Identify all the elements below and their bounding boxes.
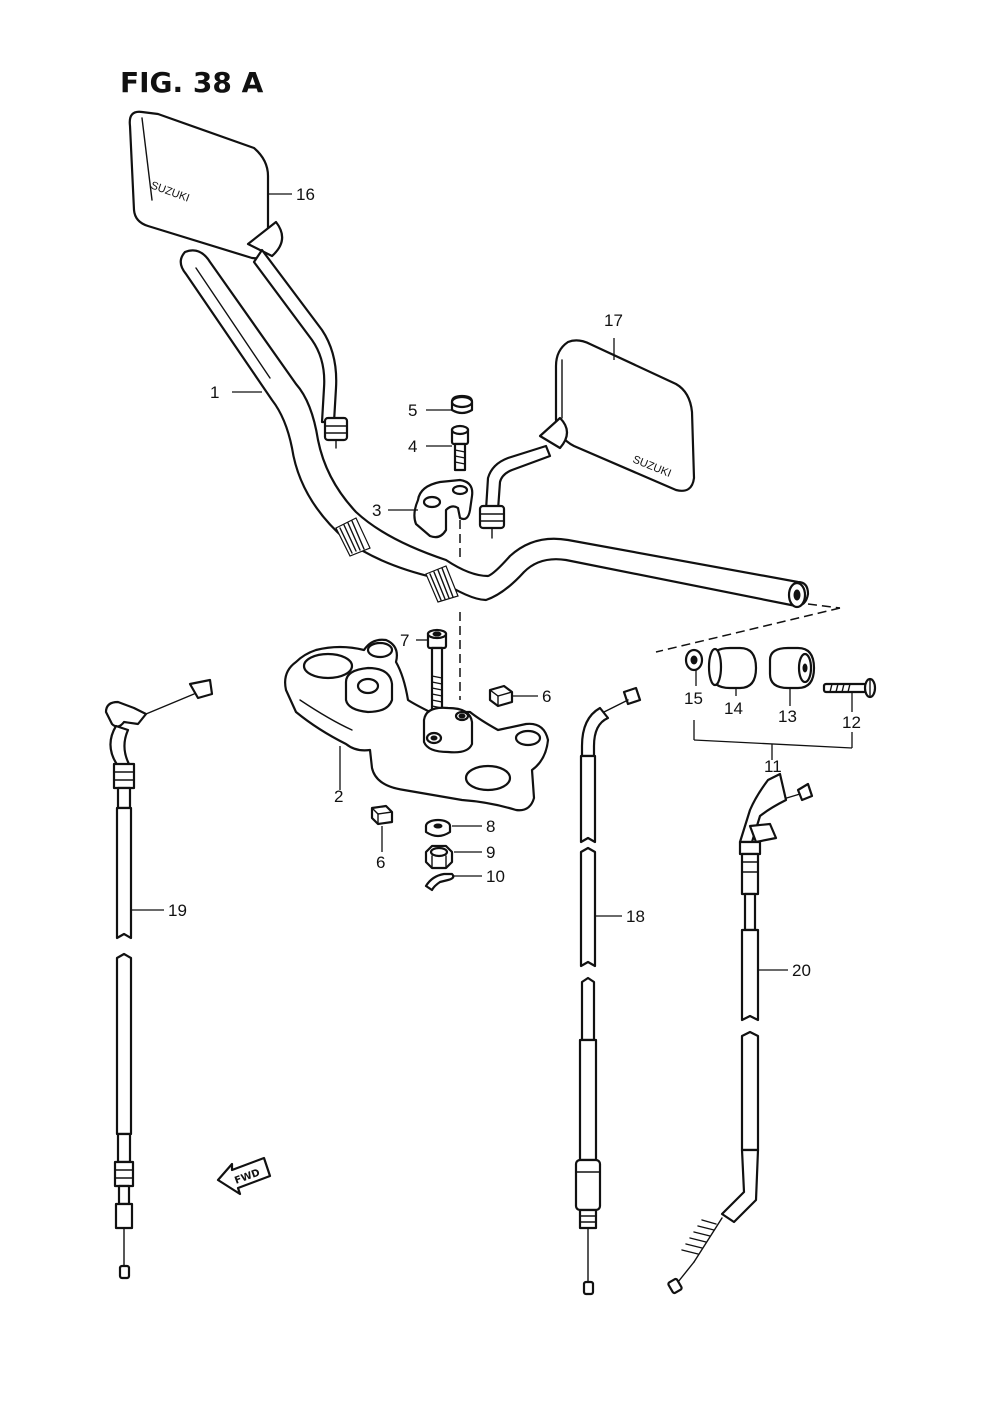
callout-3: 3: [372, 501, 381, 520]
callout-15: 15: [684, 689, 703, 708]
callout-10: 10: [486, 867, 505, 886]
callout-2: 2: [334, 787, 343, 806]
handlebar: [179, 249, 810, 609]
handlebar-holder: [413, 478, 474, 539]
callout-12: 12: [842, 713, 861, 732]
callout-9: 9: [486, 843, 495, 862]
callout-6: 6: [542, 687, 551, 706]
throttle-cable-middle: [574, 686, 642, 1296]
holder-bolt: [450, 424, 470, 472]
figure-title: FIG. 38 A: [120, 66, 264, 99]
callout-14: 14: [724, 699, 743, 718]
balancer-set: [655, 603, 877, 760]
throttle-cable-right: [667, 772, 814, 1295]
holder-cap: [450, 394, 474, 415]
callout-19: 19: [168, 901, 187, 920]
cushion-lower: [370, 804, 394, 826]
callout-1: 1: [210, 383, 219, 402]
balancer-inner: [707, 646, 758, 690]
callout-18: 18: [626, 907, 645, 926]
balancer-outer: [768, 646, 816, 690]
callout-8: 8: [486, 817, 495, 836]
throttle-cable-left: [104, 678, 214, 1280]
callout-6-lower: 6: [376, 853, 385, 872]
forward-direction-arrow-icon: FWD: [216, 1156, 272, 1196]
right-mirror: SUZUKI: [478, 339, 696, 539]
balancer-screw: [822, 677, 877, 699]
steering-top-bridge: [284, 638, 550, 812]
callout-11: 11: [764, 757, 782, 776]
callout-17: 17: [604, 311, 623, 330]
callout-20: 20: [792, 961, 811, 980]
steering-nut: [424, 844, 454, 870]
callout-13: 13: [778, 707, 797, 726]
callout-4: 4: [408, 437, 417, 456]
bridge-bolt: [426, 628, 448, 714]
leader-lines: [132, 193, 853, 971]
cushion-upper: [488, 684, 514, 708]
callout-labels: 1 2 3 4 5 6 6 7 8 9 10 11 12 13 14 15 16…: [168, 185, 861, 980]
cotter-pin: [424, 872, 455, 892]
callout-16: 16: [296, 185, 315, 204]
left-mirror: SUZUKI: [128, 110, 349, 449]
callout-5: 5: [408, 401, 417, 420]
washer: [424, 818, 452, 838]
callout-7: 7: [400, 631, 409, 650]
balancer-washer: [684, 648, 704, 672]
